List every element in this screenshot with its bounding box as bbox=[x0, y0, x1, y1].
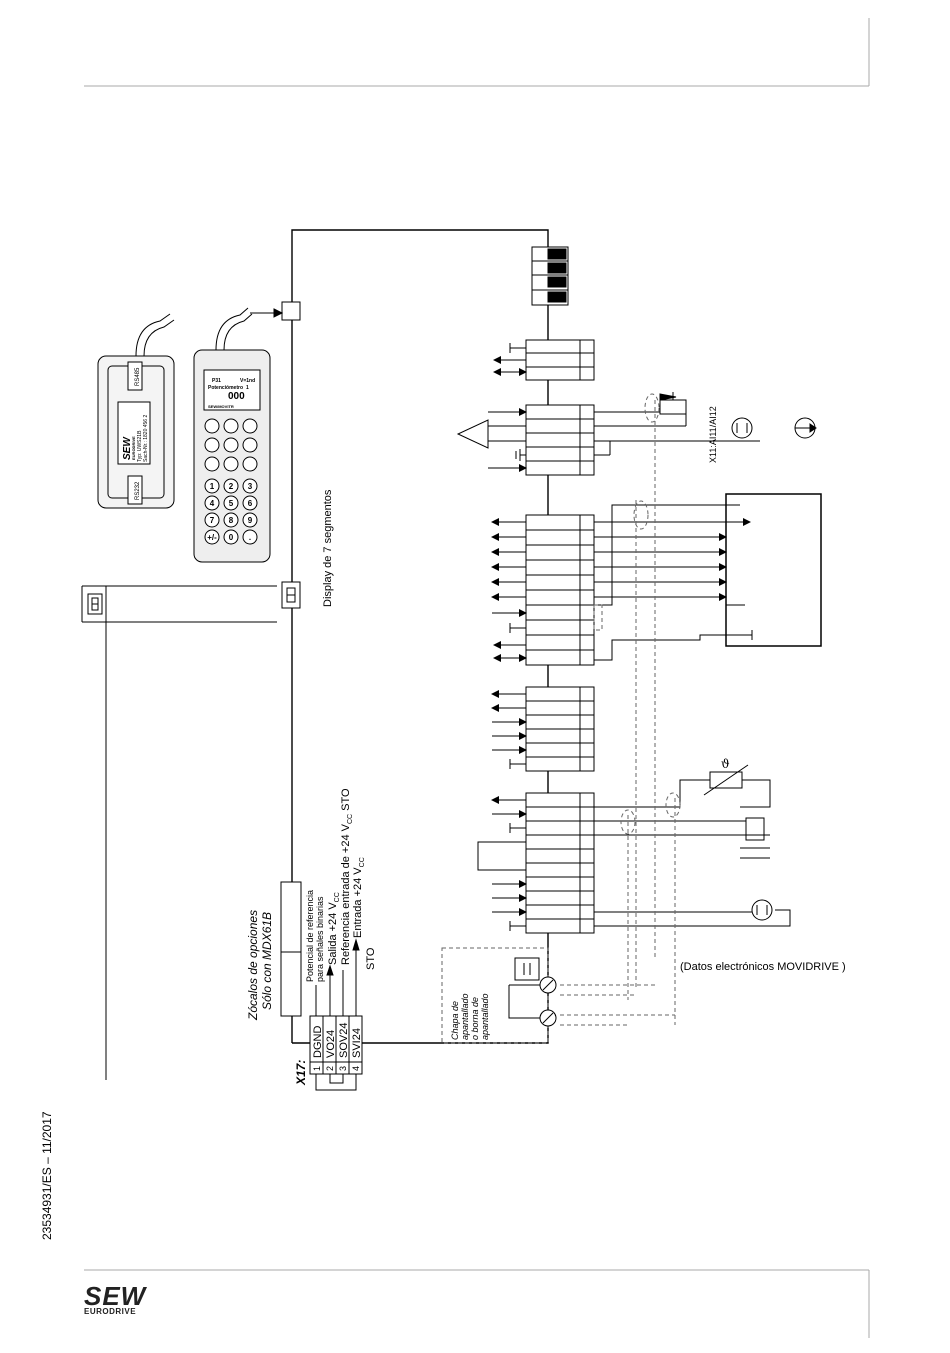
interface-typ: Typ: UWS21B bbox=[137, 430, 143, 462]
option-slots-sub: Sólo con MDX61B bbox=[260, 912, 274, 1010]
terminal-block-x13 bbox=[525, 514, 595, 666]
display-label: Display de 7 segmentos bbox=[322, 489, 334, 607]
keypad-key bbox=[223, 495, 239, 511]
option-slots-title: Zócalos de opciones bbox=[246, 910, 260, 1021]
interface-sach: Sach-Nr.: 1820 456 2 bbox=[143, 415, 149, 462]
keypad-key-label: . bbox=[249, 533, 251, 542]
keypad-function-key bbox=[223, 456, 239, 472]
x17-pin-1-name: DGND bbox=[312, 1026, 324, 1058]
x17-pin-3-num: 3 bbox=[338, 1066, 348, 1071]
in-24v-label: Entrada +24 VCC bbox=[352, 857, 366, 938]
x17-pin-2-name: VO24 bbox=[325, 1030, 337, 1058]
shield-label-1: Chapa de bbox=[450, 1001, 460, 1040]
x17-pin-2-num: 2 bbox=[325, 1066, 335, 1071]
keypad-key-label: 8 bbox=[229, 516, 234, 525]
keypad-key bbox=[242, 478, 258, 494]
keypad-key-label: 6 bbox=[248, 499, 253, 508]
datos-label: (Datos electrónicos MOVIDRIVE ) bbox=[680, 961, 846, 973]
keypad-key bbox=[242, 495, 258, 511]
keypad-screen-big: 000 bbox=[228, 391, 245, 402]
keypad-key-label: 0 bbox=[229, 533, 234, 542]
keypad-function-key bbox=[204, 418, 220, 434]
sew-logo: SEW EURODRIVE bbox=[84, 1281, 147, 1316]
keypad-function-key bbox=[242, 437, 258, 453]
keypad-key-label: +/- bbox=[207, 533, 217, 542]
terminal-block-x11 bbox=[525, 404, 595, 476]
keypad-key-label: 1 bbox=[210, 482, 215, 491]
interface-port-top: RS485 bbox=[135, 367, 141, 386]
keypad-key bbox=[223, 478, 239, 494]
keypad-screen-r2: 1 bbox=[246, 385, 249, 391]
keypad-screen-l1: P31 bbox=[212, 378, 221, 384]
shield-label-4: apantallado bbox=[480, 993, 490, 1040]
keypad-key-label: 3 bbox=[248, 482, 253, 491]
ref-potential-2: para señales binarias bbox=[315, 896, 325, 982]
keypad-function-key bbox=[204, 456, 220, 472]
interface-port-bottom: RS232 bbox=[135, 481, 141, 500]
x17-pin-3-name: SOV24 bbox=[338, 1023, 350, 1058]
keypad-function-key bbox=[242, 456, 258, 472]
keypad-key bbox=[204, 512, 220, 528]
x17-pin-1-num: 1 bbox=[312, 1066, 322, 1071]
keypad-key bbox=[204, 495, 220, 511]
interface-brand-sub: EURODRIVE bbox=[131, 436, 136, 460]
interface-brand: SEW bbox=[122, 436, 133, 460]
keypad-key bbox=[242, 529, 258, 545]
keypad-function-key bbox=[223, 418, 239, 434]
shield-label-3: o borna de bbox=[470, 997, 480, 1040]
x11-label: X11:AI11/AI12 bbox=[708, 406, 718, 463]
theta-symbol: ϑ bbox=[721, 757, 730, 771]
keypad-key bbox=[204, 529, 220, 545]
keypad-key-label: 4 bbox=[210, 499, 215, 508]
keypad-key-label: 2 bbox=[229, 482, 234, 491]
keypad-function-key bbox=[223, 437, 239, 453]
keypad-key bbox=[242, 512, 258, 528]
keypad-key-label: 7 bbox=[210, 516, 215, 525]
logo-word: SEW bbox=[84, 1281, 147, 1311]
ref-potential-1: Potencial de referencia bbox=[305, 890, 315, 982]
out-24v-label: Salida +24 VCC bbox=[327, 892, 341, 965]
shield-label-2: apantallado bbox=[460, 993, 470, 1040]
terminal-block-x10 bbox=[525, 792, 595, 934]
x17-label: X17: bbox=[294, 1060, 308, 1086]
doc-number: 23534931/ES – 11/2017 bbox=[40, 1111, 54, 1240]
keypad-key bbox=[223, 512, 239, 528]
terminal-block-x16 bbox=[525, 686, 595, 772]
x17-pin-4-num: 4 bbox=[351, 1066, 361, 1071]
keypad-key-label: 9 bbox=[248, 516, 253, 525]
interface-adapter bbox=[97, 313, 175, 509]
keypad-screen-l2: Potenciómetro bbox=[208, 385, 243, 391]
terminal-block-1 bbox=[525, 339, 595, 381]
keypad-screen-r1: V=1nd bbox=[240, 378, 255, 384]
keypad-key bbox=[204, 478, 220, 494]
x17-terminal bbox=[309, 1015, 363, 1091]
dip-switch-block bbox=[531, 246, 569, 306]
ref-in-sto-label: Referencia entrada de +24 VCC STO bbox=[340, 788, 354, 965]
x17-pin-4-name: SVI24 bbox=[351, 1028, 363, 1058]
sto-label: STO bbox=[365, 947, 377, 970]
keypad-keys: 1 2 3 4 5 6 7 8 9 +/- 0. bbox=[204, 418, 258, 545]
keypad-function-key bbox=[242, 418, 258, 434]
keypad-function-key bbox=[204, 437, 220, 453]
keypad-screen-bottom: SEW/MOVITR bbox=[208, 404, 234, 409]
keypad-key bbox=[223, 529, 239, 545]
logo-sub: EURODRIVE bbox=[84, 1307, 137, 1316]
keypad-key-label: 5 bbox=[229, 499, 234, 508]
